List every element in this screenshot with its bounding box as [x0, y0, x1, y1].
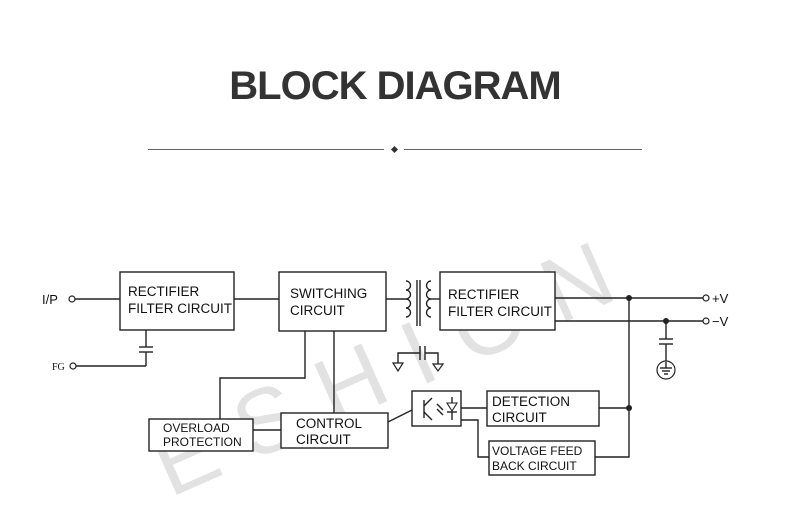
wire-switch-to-overload — [219, 331, 306, 419]
junction-detect — [626, 405, 632, 411]
title-divider — [148, 145, 642, 154]
block-rectifier-filter-input: RECTIFIER FILTER CIRCUIT — [119, 271, 235, 331]
divider-line-right — [404, 149, 642, 150]
block-control-circuit: CONTROL CIRCUIT — [280, 412, 389, 449]
junction-pos — [626, 295, 632, 301]
block-voltage-feedback-circuit: VOLTAGE FEED BACK CIRCUIT — [488, 440, 596, 476]
input-label: I/P — [42, 292, 58, 307]
fg-label: FG — [52, 362, 65, 373]
earth-ground-icon — [656, 360, 676, 380]
wire-iso-cap-left — [397, 352, 420, 363]
block-label-line: RECTIFIER — [448, 287, 520, 302]
transformer-icon — [386, 280, 440, 326]
junctions — [626, 295, 669, 411]
block-label-line: CIRCUIT — [290, 303, 345, 318]
wire-iso-cap-right — [425, 352, 439, 364]
block-label-line: DETECTION — [492, 394, 570, 409]
neg-out-terminal — [702, 317, 710, 325]
block-label-line: FILTER CIRCUIT — [128, 301, 232, 316]
wiring — [75, 297, 703, 458]
pos-out-terminal — [702, 294, 710, 302]
divider-line-left — [148, 149, 384, 150]
pos-out-label: +V — [712, 291, 729, 306]
block-label-line: CIRCUIT — [296, 432, 351, 447]
block-label-line: CIRCUIT — [492, 410, 547, 425]
block-overload-protection: OVERLOAD PROTECTION — [148, 418, 254, 452]
page-title: BLOCK DIAGRAM — [229, 64, 561, 108]
block-label-line: SWITCHING — [290, 286, 367, 301]
block-label-line: OVERLOAD — [163, 421, 230, 435]
wire-opto-to-control — [387, 409, 413, 423]
fg-terminal — [69, 362, 77, 370]
block-label-line: BACK CIRCUIT — [492, 459, 577, 473]
block-rectifier-filter-output: RECTIFIER FILTER CIRCUIT — [439, 271, 556, 331]
block-label-line: CONTROL — [296, 416, 362, 431]
ground-arrow-right-icon — [431, 363, 445, 373]
block-label-line: RECTIFIER — [128, 284, 200, 299]
block-label-line: FILTER CIRCUIT — [448, 304, 552, 319]
junction-neg — [663, 318, 669, 324]
input-terminal — [68, 295, 76, 303]
block-switching-circuit: SWITCHING CIRCUIT — [278, 271, 387, 332]
wire-feedback-to-opto — [461, 419, 489, 458]
block-label-line: PROTECTION — [163, 435, 242, 449]
neg-out-label: −V — [712, 314, 729, 329]
optocoupler-icon — [411, 390, 462, 427]
ground-arrow-left-icon — [391, 362, 405, 373]
block-detection-circuit: DETECTION CIRCUIT — [486, 390, 600, 427]
block-label-line: VOLTAGE FEED — [492, 444, 583, 458]
wire-sense-bus — [595, 298, 630, 458]
